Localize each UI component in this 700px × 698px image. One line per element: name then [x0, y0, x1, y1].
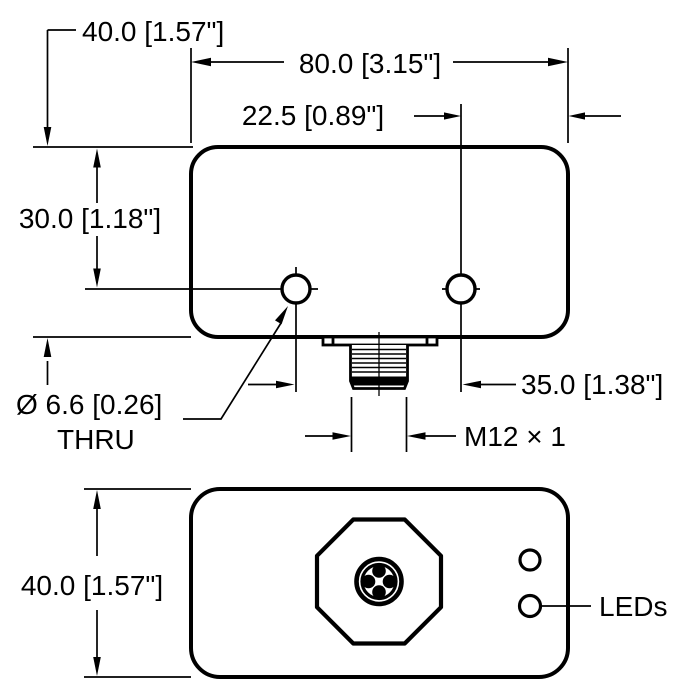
width-dim-label: 80.0 [3.15"]	[299, 48, 441, 79]
arrowhead	[93, 148, 101, 168]
dim-hole-offset-right: 22.5 [0.89"]	[242, 100, 621, 131]
hole-thru-label: THRU	[57, 424, 135, 455]
dim-height: 40.0 [1.57"]	[21, 488, 191, 678]
led-indicator-top	[518, 548, 542, 572]
dim-thread-extension-lines	[350, 397, 408, 452]
dim-depth-lines	[46, 29, 76, 385]
connector-flange-notches	[331, 337, 429, 344]
dim-hole-offset-top: 30.0 [1.18"]	[19, 148, 161, 288]
depth-dim-label: 40.0 [1.57"]	[82, 16, 224, 47]
arrowhead	[548, 57, 568, 67]
hole-offset-top-label: 30.0 [1.18"]	[19, 203, 161, 234]
arrowhead	[191, 57, 211, 67]
side-view-body-outline	[189, 145, 570, 339]
mounting-hole-right	[445, 273, 477, 305]
arrowhead	[462, 380, 481, 389]
thread-dim-label: M12 × 1	[464, 421, 566, 452]
callout-hole-diameter: Ø 6.6 [0.26] THRU	[16, 306, 288, 455]
arrowhead	[568, 112, 585, 120]
height-dim-label: 40.0 [1.57"]	[21, 570, 163, 601]
connector-flange	[321, 335, 439, 347]
arrowhead	[93, 490, 101, 509]
hole-offset-right-label: 22.5 [0.89"]	[242, 100, 384, 131]
arrowhead	[444, 112, 461, 120]
leds-label: LEDs	[599, 591, 667, 622]
dim-depth: 40.0 [1.57"]	[33, 16, 224, 385]
connector-pin	[382, 574, 397, 589]
dim-hole-spacing: 35.0 [1.38"]	[248, 369, 663, 400]
callout-leader-line	[183, 322, 282, 420]
connector-pin	[372, 564, 386, 578]
arrowhead	[332, 432, 351, 440]
front-view: LEDs 40.0 [1.57"]	[21, 487, 667, 679]
arrowhead	[276, 380, 295, 389]
hole-spacing-label: 35.0 [1.38"]	[521, 369, 663, 400]
arrowhead	[93, 268, 101, 288]
mounting-hole-left	[280, 273, 312, 305]
connector-pin	[372, 585, 386, 599]
led-indicator-bottom	[517, 593, 543, 619]
dim-depth-extension-lines	[33, 146, 193, 338]
arrowhead	[43, 127, 52, 146]
arrowhead	[407, 432, 426, 440]
dim-height-extension-lines	[84, 488, 191, 678]
hole-diameter-label: Ø 6.6 [0.26]	[16, 389, 162, 420]
callout-leds: LEDs	[540, 591, 667, 622]
arrowhead	[93, 657, 101, 676]
side-view: 80.0 [3.15"] 22.5 [0.89"] 40.0 [1.57"]	[16, 16, 663, 455]
arrowhead	[43, 338, 52, 357]
dim-thread: M12 × 1	[305, 397, 566, 452]
connector-pin	[361, 574, 376, 589]
dim-width: 80.0 [3.15"]	[190, 48, 569, 143]
arrowhead	[275, 306, 288, 325]
dim-width-extension-lines	[190, 48, 569, 143]
